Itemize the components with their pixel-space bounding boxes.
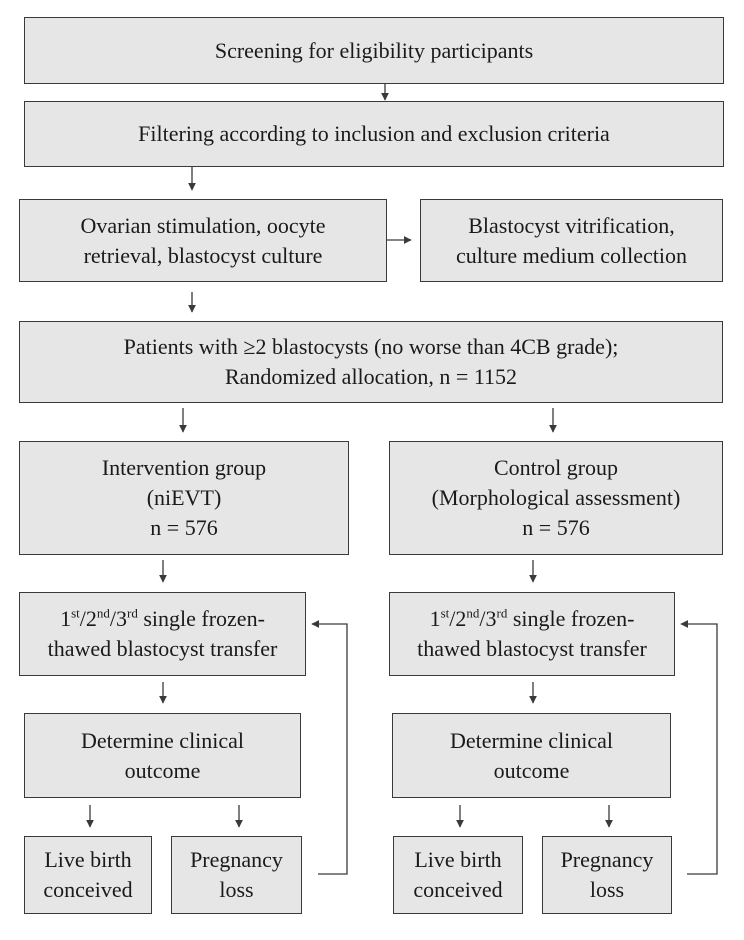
loop-loss-to-transfer-left bbox=[311, 620, 348, 875]
stimulation-line1: Ovarian stimulation, oocyte bbox=[80, 212, 326, 238]
control-outcome-line1: Determine clinical bbox=[449, 727, 614, 753]
intervention-outcome-box: Determine clinical outcome bbox=[24, 713, 301, 798]
randomization-line1: Patients with ≥2 blastocysts (no worse t… bbox=[123, 334, 619, 359]
control-outcome-line2: outcome bbox=[493, 757, 570, 783]
control-transfer-line2: thawed blastocyst transfer bbox=[417, 636, 647, 661]
intervention-title: Intervention group bbox=[101, 455, 267, 480]
intervention-pregnancy-loss-box: Pregnancy loss bbox=[171, 836, 302, 914]
intervention-pregnancy-loss-line1: Pregnancy bbox=[190, 847, 283, 872]
loop-loss-to-transfer-right bbox=[680, 620, 718, 875]
intervention-transfer-line1: 1st/2nd/3rd single frozen- bbox=[60, 605, 265, 631]
filtering-box: Filtering according to inclusion and exc… bbox=[24, 101, 724, 167]
control-outcome-box: Determine clinical outcome bbox=[392, 713, 671, 798]
intervention-transfer-box: 1st/2nd/3rd single frozen- thawed blasto… bbox=[19, 592, 306, 676]
randomization-line2: Randomized allocation, n = 1152 bbox=[224, 364, 518, 389]
control-title: Control group bbox=[493, 455, 619, 480]
control-live-birth-line1: Live birth bbox=[414, 847, 502, 872]
intervention-group-box: Intervention group (niEVT) n = 576 bbox=[19, 441, 349, 555]
filtering-text: Filtering according to inclusion and exc… bbox=[138, 121, 610, 146]
intervention-live-birth-box: Live birth conceived bbox=[24, 836, 152, 914]
intervention-live-birth-line1: Live birth bbox=[44, 847, 132, 872]
randomization-box: Patients with ≥2 blastocysts (no worse t… bbox=[19, 321, 723, 403]
control-pregnancy-loss-line1: Pregnancy bbox=[560, 847, 654, 872]
control-pregnancy-loss-line2: loss bbox=[589, 877, 625, 902]
vitrification-line2: culture medium collection bbox=[456, 242, 687, 268]
intervention-outcome-line2: outcome bbox=[124, 757, 201, 783]
screening-text: Screening for eligibility participants bbox=[214, 37, 534, 63]
stimulation-line2: retrieval, blastocyst culture bbox=[83, 242, 323, 268]
intervention-subtitle: (niEVT) bbox=[146, 485, 222, 510]
control-transfer-box: 1st/2nd/3rd single frozen- thawed blasto… bbox=[389, 592, 675, 676]
vitrification-line1: Blastocyst vitrification, bbox=[468, 212, 675, 238]
control-n: n = 576 bbox=[522, 515, 590, 540]
stimulation-box: Ovarian stimulation, oocyte retrieval, b… bbox=[19, 199, 387, 282]
control-live-birth-box: Live birth conceived bbox=[393, 836, 523, 914]
intervention-transfer-line2: thawed blastocyst transfer bbox=[47, 636, 278, 661]
screening-box: Screening for eligibility participants bbox=[24, 17, 724, 84]
control-group-box: Control group (Morphological assessment)… bbox=[389, 441, 723, 555]
control-live-birth-line2: conceived bbox=[413, 877, 503, 902]
intervention-pregnancy-loss-line2: loss bbox=[219, 877, 254, 902]
vitrification-box: Blastocyst vitrification, culture medium… bbox=[420, 199, 723, 282]
control-pregnancy-loss-box: Pregnancy loss bbox=[542, 836, 672, 914]
control-transfer-line1: 1st/2nd/3rd single frozen- bbox=[429, 605, 635, 631]
intervention-live-birth-line2: conceived bbox=[43, 877, 133, 902]
intervention-n: n = 576 bbox=[150, 515, 218, 540]
control-subtitle: (Morphological assessment) bbox=[431, 485, 681, 510]
intervention-outcome-line1: Determine clinical bbox=[80, 727, 245, 753]
